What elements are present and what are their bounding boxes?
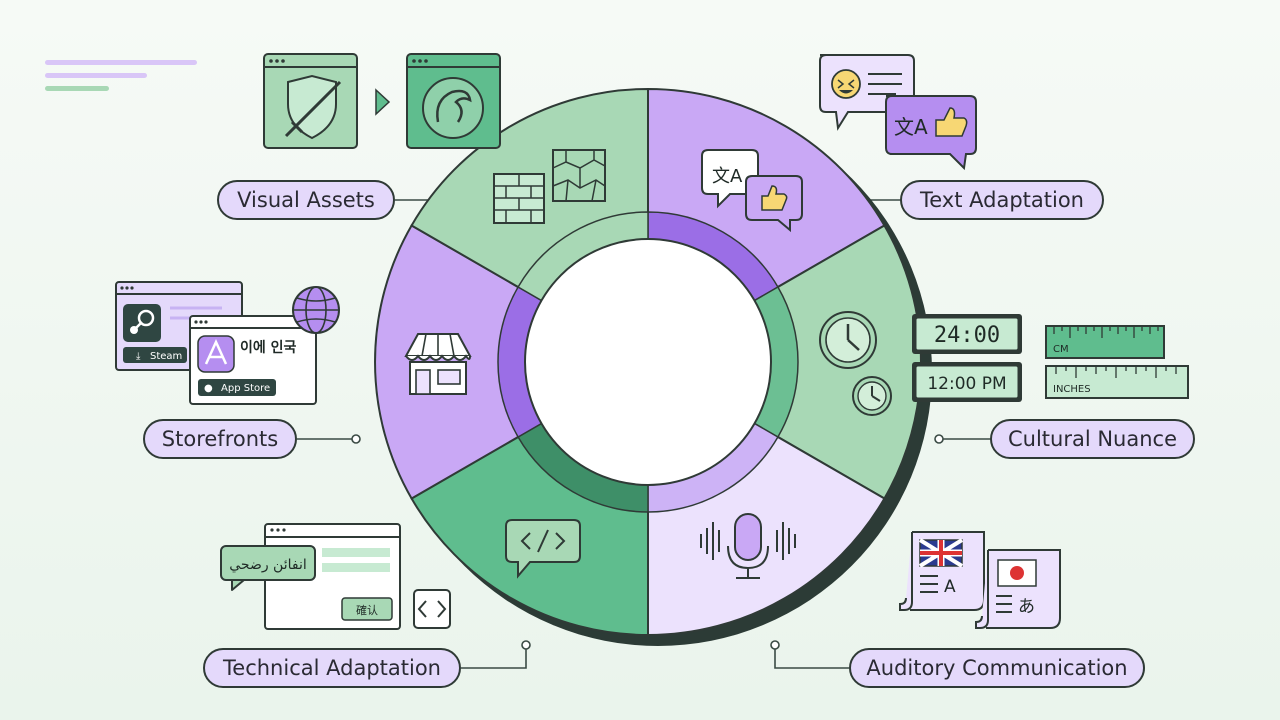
thumbs-up-icon <box>761 185 788 211</box>
auditory-illustration: A あ <box>700 513 1061 629</box>
steam-label: Steam <box>150 351 182 362</box>
wheel-translate-icon: 文A <box>701 149 803 233</box>
ruler-inches-icon <box>1045 365 1189 399</box>
label-cultural-nuance: Cultural Nuance <box>990 419 1195 459</box>
dragon-emblem-icon <box>422 77 484 139</box>
scroll-japanese: あ <box>975 549 1061 629</box>
label-auditory-communication: Auditory Communication <box>849 648 1145 688</box>
uk-flag-icon <box>918 538 964 568</box>
confirm-button <box>341 597 393 621</box>
confirm-button-label: 確认 <box>356 603 378 617</box>
label-storefronts: Storefronts <box>143 419 297 459</box>
cultural-nuance-illustration <box>819 311 1189 416</box>
ruler-cm-icon <box>1045 325 1165 359</box>
text-adaptation-illustration: 文A 文A <box>701 54 977 233</box>
thumbs-up-icon <box>935 107 968 137</box>
soundwave-icon <box>700 522 796 560</box>
small-clock-icon <box>852 376 892 416</box>
label-visual-assets: Visual Assets <box>217 180 395 220</box>
unit-cm: CM <box>1053 344 1069 355</box>
connector-dot <box>521 640 531 650</box>
svg-text:文A: 文A <box>712 166 743 187</box>
globe-icon <box>292 286 340 334</box>
technical-adaptation-illustration <box>220 519 581 630</box>
store-icon <box>404 333 472 395</box>
clock-icon <box>819 311 877 369</box>
decor-line <box>45 60 197 65</box>
hiragana-a-icon: あ <box>1018 597 1035 617</box>
chat-bubble-translate: 文A <box>885 95 977 171</box>
time-24h: 24:00 <box>934 323 1000 348</box>
arrow-right-icon <box>375 88 391 116</box>
connector-auditory <box>774 645 849 669</box>
stone-texture-icon <box>552 149 606 202</box>
microphone-icon <box>727 513 769 579</box>
arabic-text-bubble <box>220 545 316 581</box>
code-brackets-icon <box>413 589 451 629</box>
arabic-text: انفائن رضحي <box>229 557 307 573</box>
connector-dot <box>770 640 780 650</box>
connector-dot <box>351 434 361 444</box>
decor-line <box>45 73 147 78</box>
appstore-window: ● <box>189 315 317 405</box>
code-bubble-icon <box>505 519 581 579</box>
time-12h: 12:00 PM <box>927 374 1006 394</box>
label-technical-adaptation: Technical Adaptation <box>203 648 461 688</box>
appstore-label: App Store <box>221 383 270 394</box>
korean-title: 이에 인국 <box>240 339 297 356</box>
japan-flag-icon <box>997 559 1037 587</box>
visual-assets-illustration <box>263 53 606 224</box>
download-icon: ⤓ <box>136 351 141 362</box>
brick-texture-icon <box>493 173 545 224</box>
translate-icon: 文A <box>894 115 928 139</box>
decor-line <box>45 86 109 91</box>
storefronts-illustration: ⤓ ● <box>115 281 472 405</box>
window-shield <box>263 53 358 149</box>
unit-inches: INCHES <box>1053 384 1091 395</box>
connector-technical <box>461 645 527 669</box>
laughing-emoji-icon <box>831 69 861 99</box>
wheel-center <box>524 238 772 486</box>
letter-a-icon: A <box>944 577 956 597</box>
connector-dot <box>934 434 944 444</box>
scroll-english: A <box>899 531 985 611</box>
apple-logo-icon: ● <box>204 383 213 394</box>
label-text-adaptation: Text Adaptation <box>900 180 1104 220</box>
window-dragon <box>406 53 501 149</box>
